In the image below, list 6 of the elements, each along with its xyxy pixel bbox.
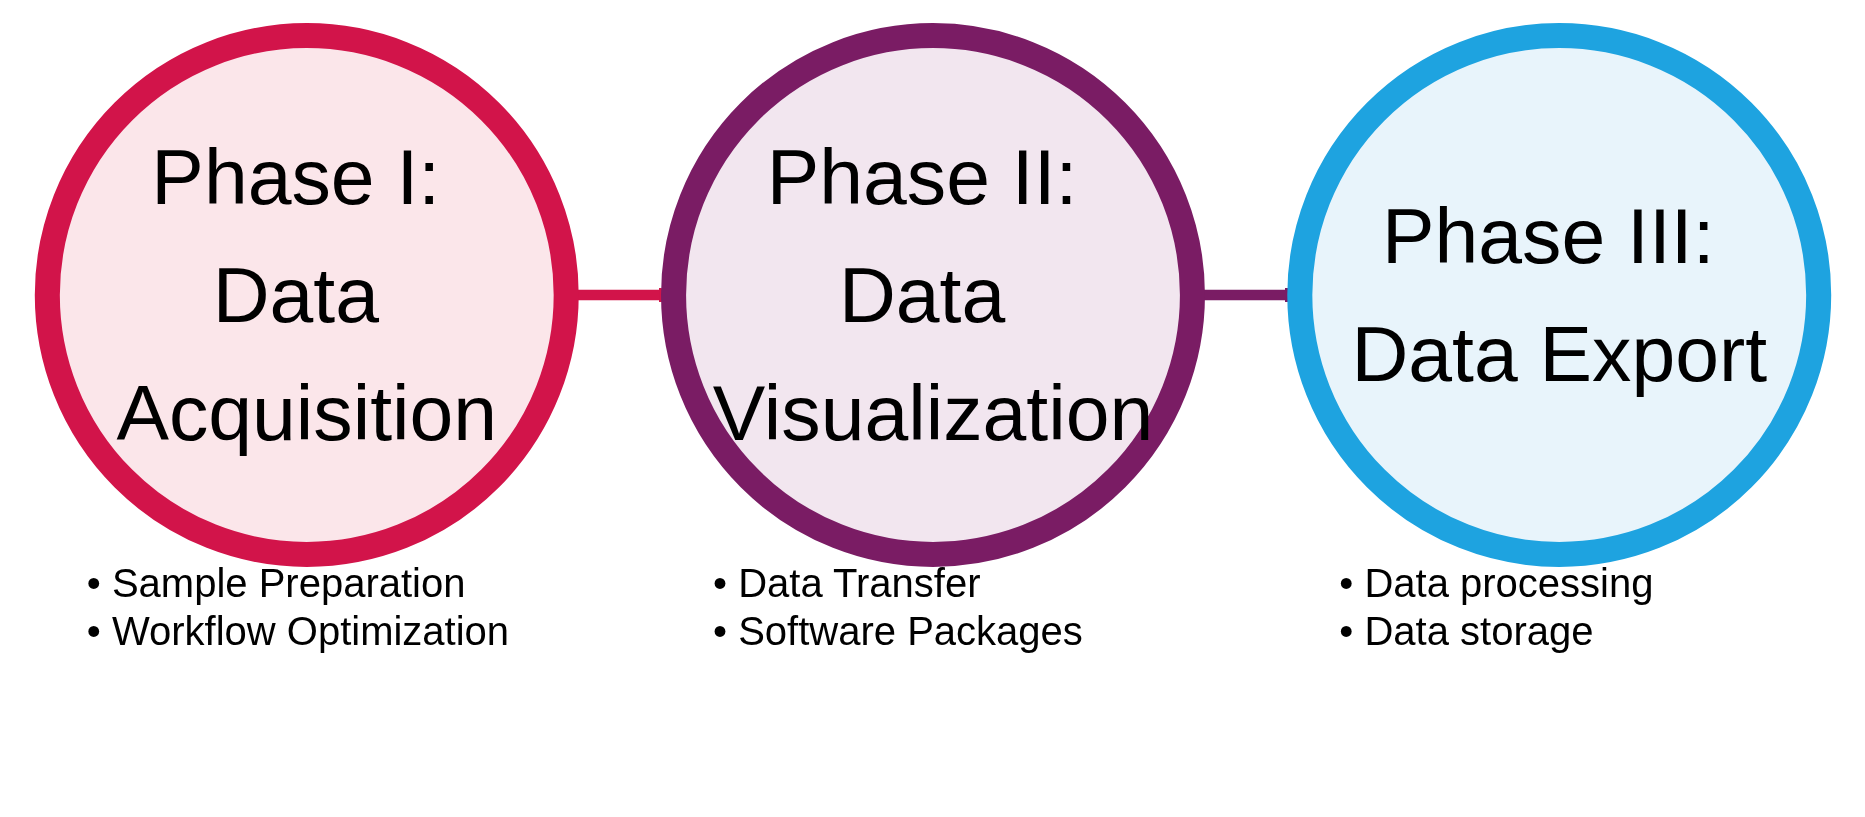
bullet-item: • Software Packages bbox=[713, 608, 1084, 656]
node-circle: Phase II: Data Visualization bbox=[660, 23, 1205, 567]
bullet-item: • Workflow Optimization bbox=[86, 608, 511, 656]
node-circle: Phase III: Data Export bbox=[1286, 23, 1831, 567]
node-circle: Phase I: Data Acquisition bbox=[34, 23, 579, 567]
bullet-item: • Data storage bbox=[1339, 608, 1595, 656]
